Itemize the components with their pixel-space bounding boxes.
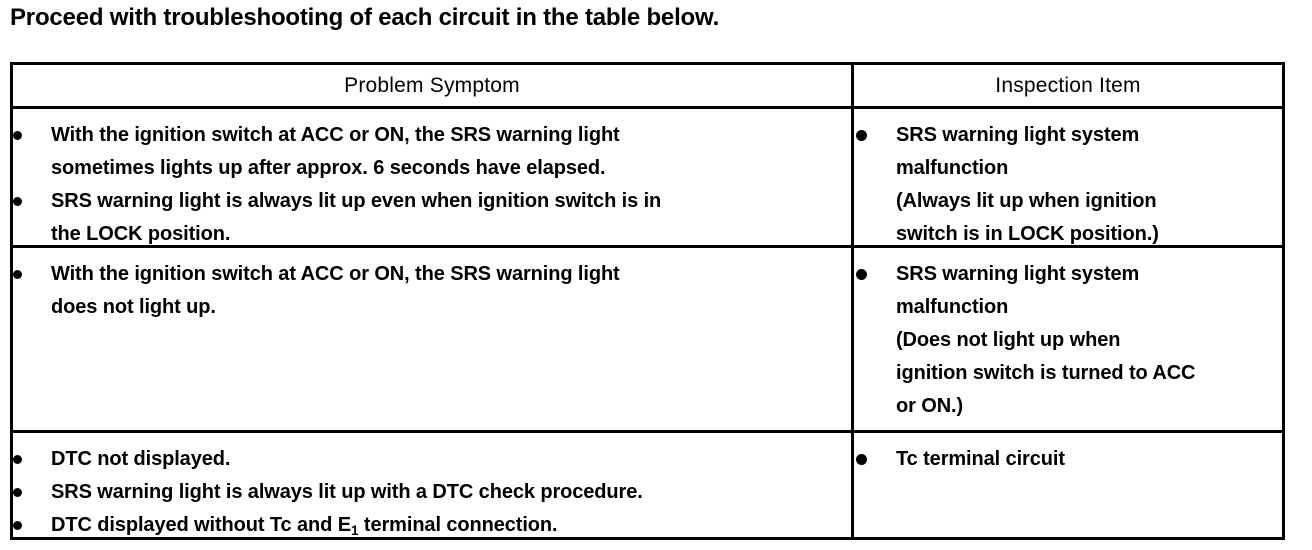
cell-problem-symptom: With the ignition switch at ACC or ON, t…	[13, 109, 854, 245]
bullet-item-continuation: malfunction	[896, 296, 1009, 318]
bullet-item: SRS warning light is always lit up even …	[13, 185, 851, 218]
bullet-item-continuation: (Always lit up when ignition	[896, 190, 1157, 212]
bullet-item: With the ignition switch at ACC or ON, t…	[13, 119, 851, 152]
inspection-item-list: SRS warning light system malfunction (Alwa…	[854, 109, 1282, 251]
bullet-item: SRS warning light system	[854, 119, 1282, 152]
bullet-item: SRS warning light is always lit up with …	[13, 476, 851, 509]
problem-symptom-list: With the ignition switch at ACC or ON, t…	[13, 109, 851, 251]
table-header-row: Problem Symptom Inspection Item	[13, 65, 1282, 106]
bullet-item-continuation: or ON.)	[896, 395, 964, 417]
problem-symptom-list: With the ignition switch at ACC or ON, t…	[13, 248, 851, 324]
header-cell-problem-symptom: Problem Symptom	[13, 65, 854, 106]
header-label-problem-symptom: Problem Symptom	[344, 73, 520, 97]
intro-paragraph: Proceed with troubleshooting of each cir…	[10, 4, 720, 31]
bullet-item-continuation: switch is in LOCK position.)	[896, 223, 1159, 245]
bullet-item-continuation: malfunction	[896, 157, 1009, 179]
bullet-item: DTC displayed without Tc and E1 terminal…	[13, 509, 851, 547]
table-row: With the ignition switch at ACC or ON, t…	[13, 106, 1282, 245]
cell-inspection-item: SRS warning light system malfunction (Does…	[854, 248, 1282, 430]
header-cell-inspection-item: Inspection Item	[854, 65, 1282, 106]
cell-problem-symptom: DTC not displayed.SRS warning light is a…	[13, 433, 854, 538]
bullet-item: Tc terminal circuit	[854, 443, 1282, 476]
bullet-item: DTC not displayed.	[13, 443, 851, 476]
troubleshooting-table: Problem Symptom Inspection Item With the…	[10, 62, 1285, 540]
bullet-item-continuation: the LOCK position.	[51, 223, 231, 245]
bullet-item: SRS warning light system	[854, 258, 1282, 291]
cell-problem-symptom: With the ignition switch at ACC or ON, t…	[13, 248, 854, 430]
bullet-item-continuation: (Does not light up when	[896, 329, 1121, 351]
inspection-item-list: SRS warning light system malfunction (Does…	[854, 248, 1282, 423]
inspection-item-list: Tc terminal circuit	[854, 433, 1282, 476]
problem-symptom-list: DTC not displayed.SRS warning light is a…	[13, 433, 851, 547]
table-row: DTC not displayed.SRS warning light is a…	[13, 430, 1282, 538]
bullet-item-continuation: sometimes lights up after approx. 6 seco…	[51, 157, 606, 179]
bullet-item: With the ignition switch at ACC or ON, t…	[13, 258, 851, 291]
bullet-item-continuation: ignition switch is turned to ACC	[896, 362, 1196, 384]
table-row: With the ignition switch at ACC or ON, t…	[13, 245, 1282, 430]
cell-inspection-item: Tc terminal circuit	[854, 433, 1282, 537]
header-label-inspection-item: Inspection Item	[995, 73, 1141, 97]
cell-inspection-item: SRS warning light system malfunction (Alwa…	[854, 109, 1282, 245]
bullet-item-continuation: does not light up.	[51, 296, 216, 318]
